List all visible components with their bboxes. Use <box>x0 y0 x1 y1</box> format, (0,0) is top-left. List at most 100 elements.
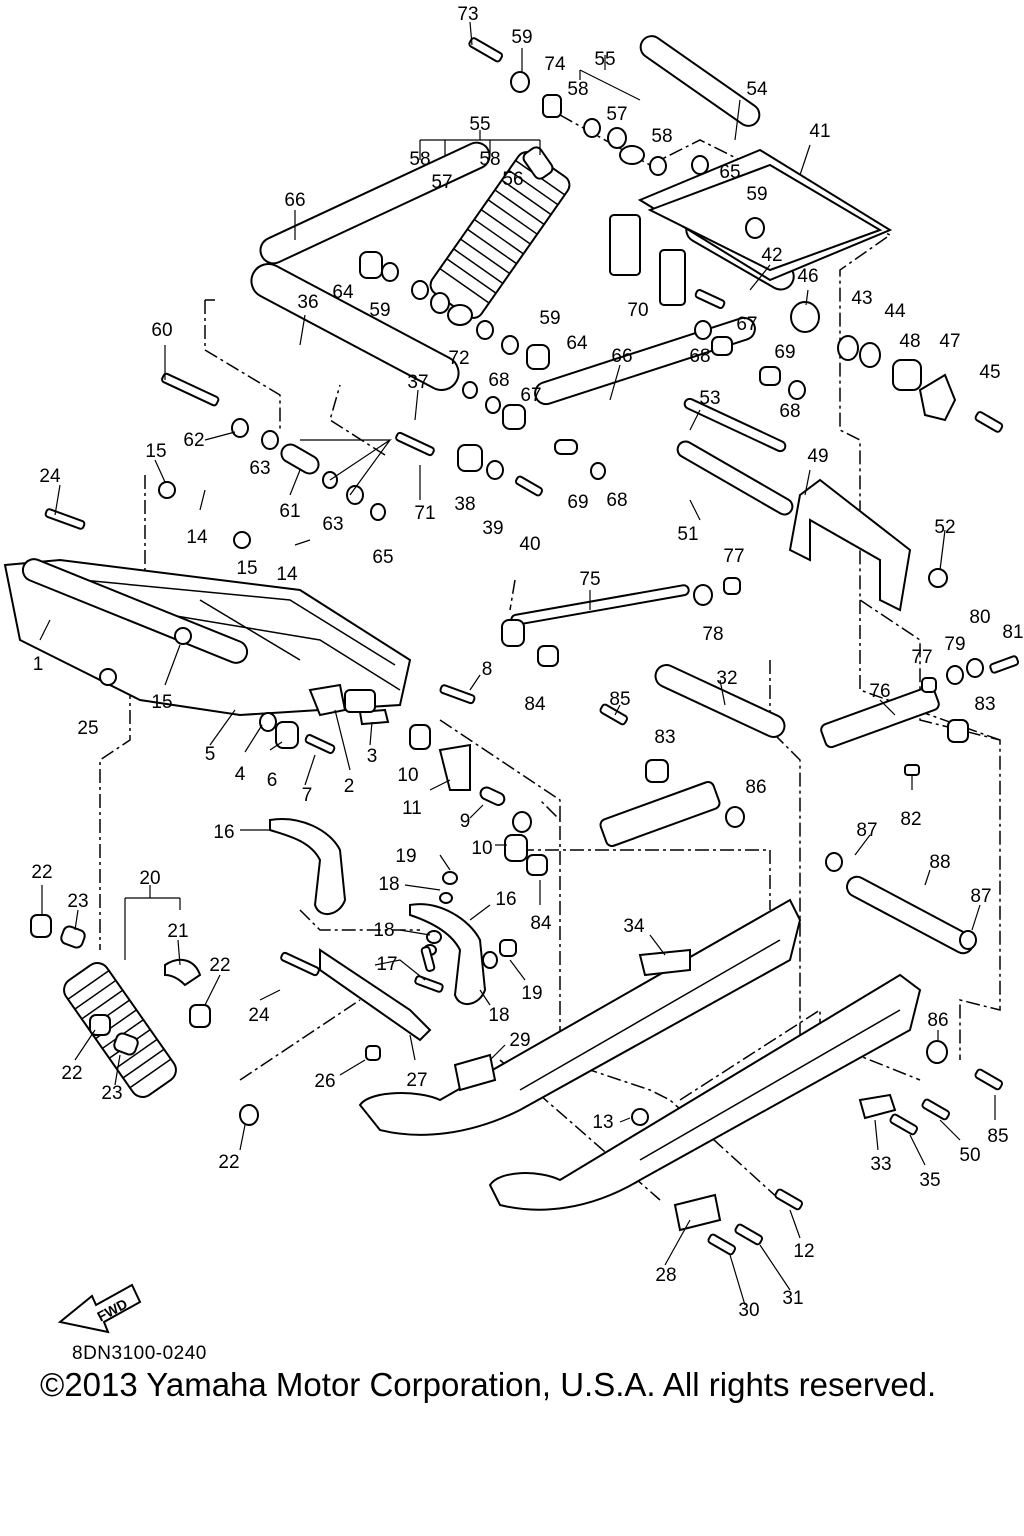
callout-22: 22 <box>218 1152 239 1173</box>
callout-8: 8 <box>482 659 493 680</box>
forward-direction-arrow: FWD <box>57 1283 142 1334</box>
callout-15: 15 <box>151 692 172 713</box>
callout-30: 30 <box>738 1300 759 1321</box>
callout-68: 68 <box>689 346 710 367</box>
callout-32: 32 <box>716 668 737 689</box>
rear-shock-absorber <box>429 145 645 326</box>
callout-31: 31 <box>782 1288 803 1309</box>
callout-87: 87 <box>970 886 991 907</box>
callout-37: 37 <box>407 372 428 393</box>
callout-71: 71 <box>414 503 435 524</box>
callout-42: 42 <box>761 245 782 266</box>
callout-66: 66 <box>611 346 632 367</box>
callout-2: 2 <box>344 776 355 797</box>
callout-56: 56 <box>502 169 523 190</box>
callout-81: 81 <box>1002 622 1023 643</box>
callout-3: 3 <box>367 746 378 767</box>
callout-85: 85 <box>609 689 630 710</box>
callout-63: 63 <box>322 514 343 535</box>
callout-75: 75 <box>579 569 600 590</box>
callout-64: 64 <box>566 333 588 354</box>
callout-69: 69 <box>567 492 588 513</box>
callout-18: 18 <box>373 920 394 941</box>
callout-14: 14 <box>276 564 298 585</box>
callout-17: 17 <box>376 954 397 975</box>
front-shock-absorber <box>63 962 177 1098</box>
callout-21: 21 <box>167 921 188 942</box>
callout-55: 55 <box>469 114 490 135</box>
callout-49: 49 <box>807 446 828 467</box>
callout-13: 13 <box>592 1112 613 1133</box>
callout-67: 67 <box>520 385 541 406</box>
callout-1: 1 <box>33 654 44 675</box>
callout-85: 85 <box>987 1126 1008 1147</box>
callout-57: 57 <box>606 104 627 125</box>
callout-86: 86 <box>927 1010 948 1031</box>
leader-lines <box>39 21 996 1306</box>
callout-58: 58 <box>651 126 672 147</box>
callout-52: 52 <box>934 517 955 538</box>
callout-23: 23 <box>67 891 88 912</box>
callout-24: 24 <box>39 466 61 487</box>
callout-64: 64 <box>332 282 354 303</box>
callout-10: 10 <box>471 838 492 859</box>
callout-68: 68 <box>488 370 509 391</box>
callout-68: 68 <box>606 490 627 511</box>
callout-48: 48 <box>899 331 920 352</box>
callout-34: 34 <box>623 916 645 937</box>
callout-88: 88 <box>929 852 950 873</box>
callout-60: 60 <box>151 320 172 341</box>
callout-87: 87 <box>856 820 877 841</box>
callout-63: 63 <box>249 458 270 479</box>
callout-28: 28 <box>655 1265 676 1286</box>
callout-65: 65 <box>372 547 393 568</box>
callout-45: 45 <box>979 362 1000 383</box>
callout-83: 83 <box>974 694 995 715</box>
callout-24: 24 <box>248 1005 270 1026</box>
callout-7: 7 <box>302 785 313 806</box>
callout-59: 59 <box>369 300 390 321</box>
callout-14: 14 <box>186 527 208 548</box>
callout-57: 57 <box>431 172 452 193</box>
callout-43: 43 <box>851 288 872 309</box>
callout-86: 86 <box>745 777 766 798</box>
callout-74: 74 <box>544 54 566 75</box>
callout-12: 12 <box>793 1241 814 1262</box>
callout-22: 22 <box>61 1063 82 1084</box>
callout-33: 33 <box>870 1154 891 1175</box>
callout-6: 6 <box>267 770 278 791</box>
callout-58: 58 <box>567 79 588 100</box>
callout-67: 67 <box>736 314 757 335</box>
callout-73: 73 <box>457 4 478 25</box>
callout-9: 9 <box>460 811 471 832</box>
callout-44: 44 <box>884 301 906 322</box>
callout-29: 29 <box>509 1030 530 1051</box>
callout-66: 66 <box>284 190 305 211</box>
callout-59: 59 <box>511 27 532 48</box>
callout-77: 77 <box>911 647 932 668</box>
assembly-boundary-lines <box>99 114 1001 1201</box>
callout-83: 83 <box>654 727 675 748</box>
callout-80: 80 <box>969 607 990 628</box>
upper-frame <box>609 148 893 306</box>
callout-46: 46 <box>797 266 818 287</box>
callout-70: 70 <box>627 300 648 321</box>
callout-58: 58 <box>479 149 500 170</box>
group-brackets <box>124 55 641 960</box>
callout-27: 27 <box>406 1070 427 1091</box>
link-arms <box>269 683 940 1232</box>
callout-26: 26 <box>314 1071 335 1092</box>
callout-16: 16 <box>213 822 234 843</box>
callout-40: 40 <box>519 534 540 555</box>
callout-23: 23 <box>101 1083 122 1104</box>
callout-19: 19 <box>521 983 542 1004</box>
callout-65: 65 <box>719 162 740 183</box>
callout-61: 61 <box>279 501 300 522</box>
callout-38: 38 <box>454 494 475 515</box>
callout-59: 59 <box>746 184 767 205</box>
callout-11: 11 <box>402 798 422 819</box>
callout-5: 5 <box>205 744 216 765</box>
callout-15: 15 <box>236 558 257 579</box>
